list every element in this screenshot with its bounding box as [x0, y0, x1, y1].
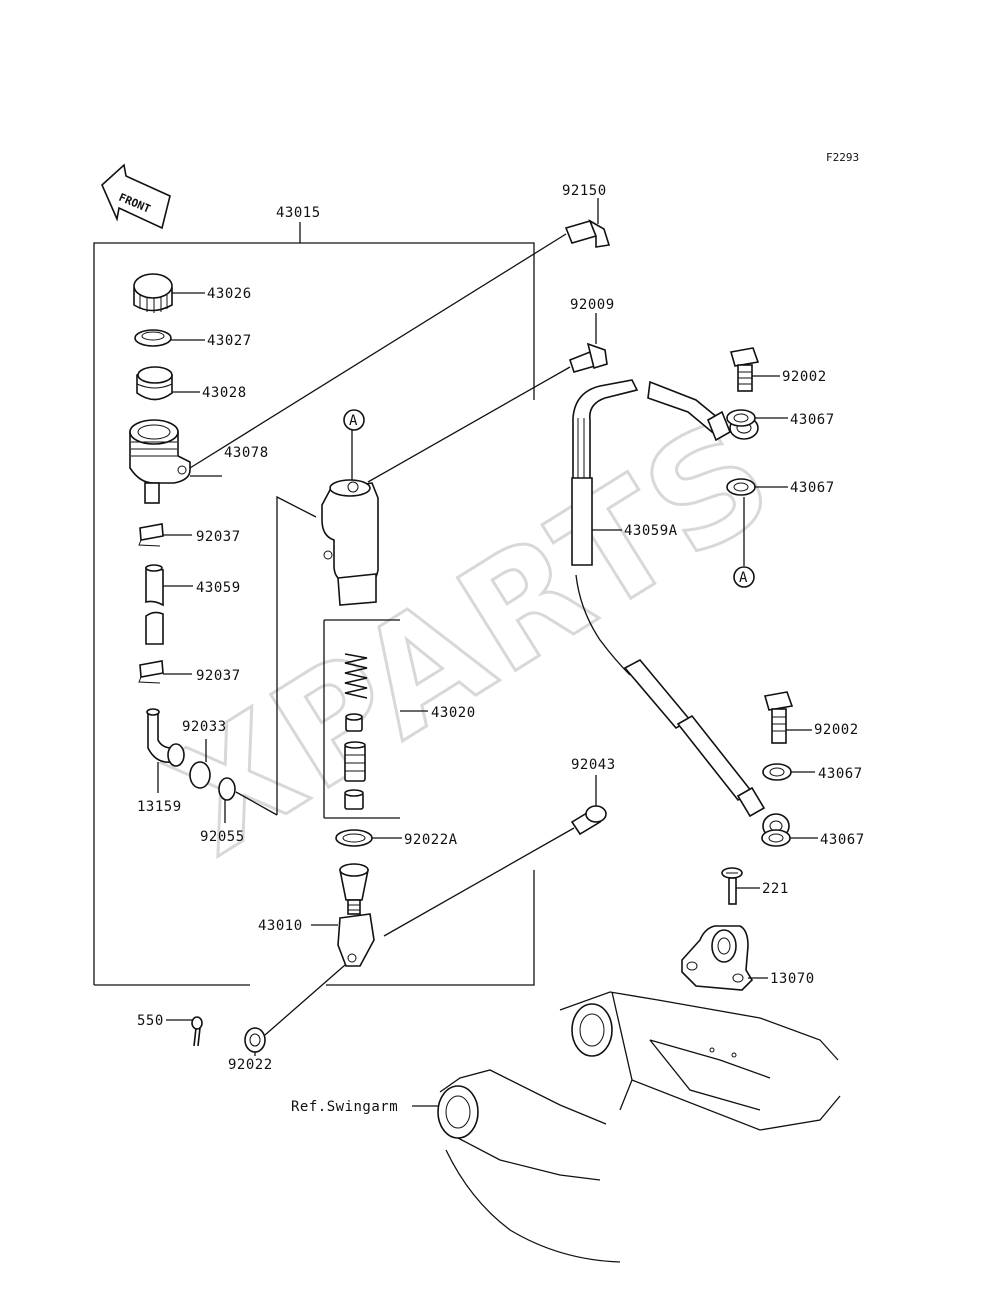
bracket-inner: [276, 495, 317, 815]
label-13159: 13159: [137, 799, 182, 815]
label-221: 221: [762, 881, 789, 897]
label-92002-top: 92002: [782, 369, 827, 385]
figure-code: F2293: [826, 151, 859, 164]
oring-92055: [218, 777, 278, 823]
screw-221: [721, 867, 760, 905]
label-43059A: 43059A: [624, 523, 678, 539]
label-92037-bottom: 92037: [196, 668, 241, 684]
reservoir-43078: [129, 419, 222, 504]
label-43015: 43015: [276, 205, 321, 221]
hose-43059: [145, 564, 193, 645]
diaphragm-43028: [136, 366, 200, 401]
pin-92043: [383, 775, 607, 937]
label-92037-top: 92037: [196, 529, 241, 545]
label-92022: 92022: [228, 1057, 273, 1073]
bolt-92150: [189, 198, 611, 469]
washer-43067-d: [761, 829, 818, 847]
master-cylinder-body: [321, 430, 379, 606]
washer-43067-c: [762, 763, 815, 781]
label-550: 550: [137, 1013, 164, 1029]
label-92150: 92150: [562, 183, 607, 199]
pushrod-43010: [311, 863, 375, 967]
assembly-bracket-43015: [93, 222, 535, 986]
circlip-92022A: [335, 829, 402, 847]
spring: [344, 653, 368, 699]
label-92009: 92009: [570, 297, 615, 313]
washer-43067-b: [726, 478, 788, 566]
label-92043: 92043: [571, 757, 616, 773]
bracket-43020: [323, 619, 428, 819]
bleeder-92002-bottom: [763, 691, 812, 744]
label-92033: 92033: [182, 719, 227, 735]
piston-seal: [344, 789, 364, 810]
bracket-13070: [681, 925, 768, 991]
label-43078: 43078: [224, 445, 269, 461]
label-43010: 43010: [258, 918, 303, 934]
label-ref-swingarm: Ref.Swingarm: [291, 1099, 398, 1115]
cap-43026: [133, 273, 205, 313]
callout-a-left: A: [343, 409, 365, 431]
label-13070: 13070: [770, 971, 815, 987]
piston-cup: [345, 713, 363, 732]
callout-a-right-text: A: [739, 570, 748, 586]
label-92022A: 92022A: [404, 832, 458, 848]
label-92002-bottom: 92002: [814, 722, 859, 738]
clamp-92037-top: [138, 523, 192, 547]
swingarm-ref: [412, 991, 841, 1263]
label-43028: 43028: [202, 385, 247, 401]
label-43020: 43020: [431, 705, 476, 721]
elbow-13159: [146, 708, 185, 793]
label-43059: 43059: [196, 580, 241, 596]
label-43067-b: 43067: [790, 480, 835, 496]
label-43067-c: 43067: [818, 766, 863, 782]
label-92055: 92055: [200, 829, 245, 845]
front-arrow-icon: FRONT: [101, 163, 171, 230]
bolt-92009: [367, 313, 608, 483]
circlip-92033: [189, 739, 211, 789]
plate-43027: [134, 329, 205, 347]
callout-a-right: A: [733, 566, 755, 588]
label-43026: 43026: [207, 286, 252, 302]
label-43067-d: 43067: [820, 832, 865, 848]
label-43027: 43027: [207, 333, 252, 349]
callout-a-left-text: A: [349, 413, 358, 429]
piston: [344, 741, 366, 782]
cotter-pin-550: [166, 1016, 203, 1047]
label-43067-a: 43067: [790, 412, 835, 428]
bleeder-92002-top: [729, 347, 780, 392]
washer-92022: [244, 964, 346, 1056]
clamp-92037-bottom: [138, 660, 192, 684]
washer-43067-a: [726, 409, 788, 427]
